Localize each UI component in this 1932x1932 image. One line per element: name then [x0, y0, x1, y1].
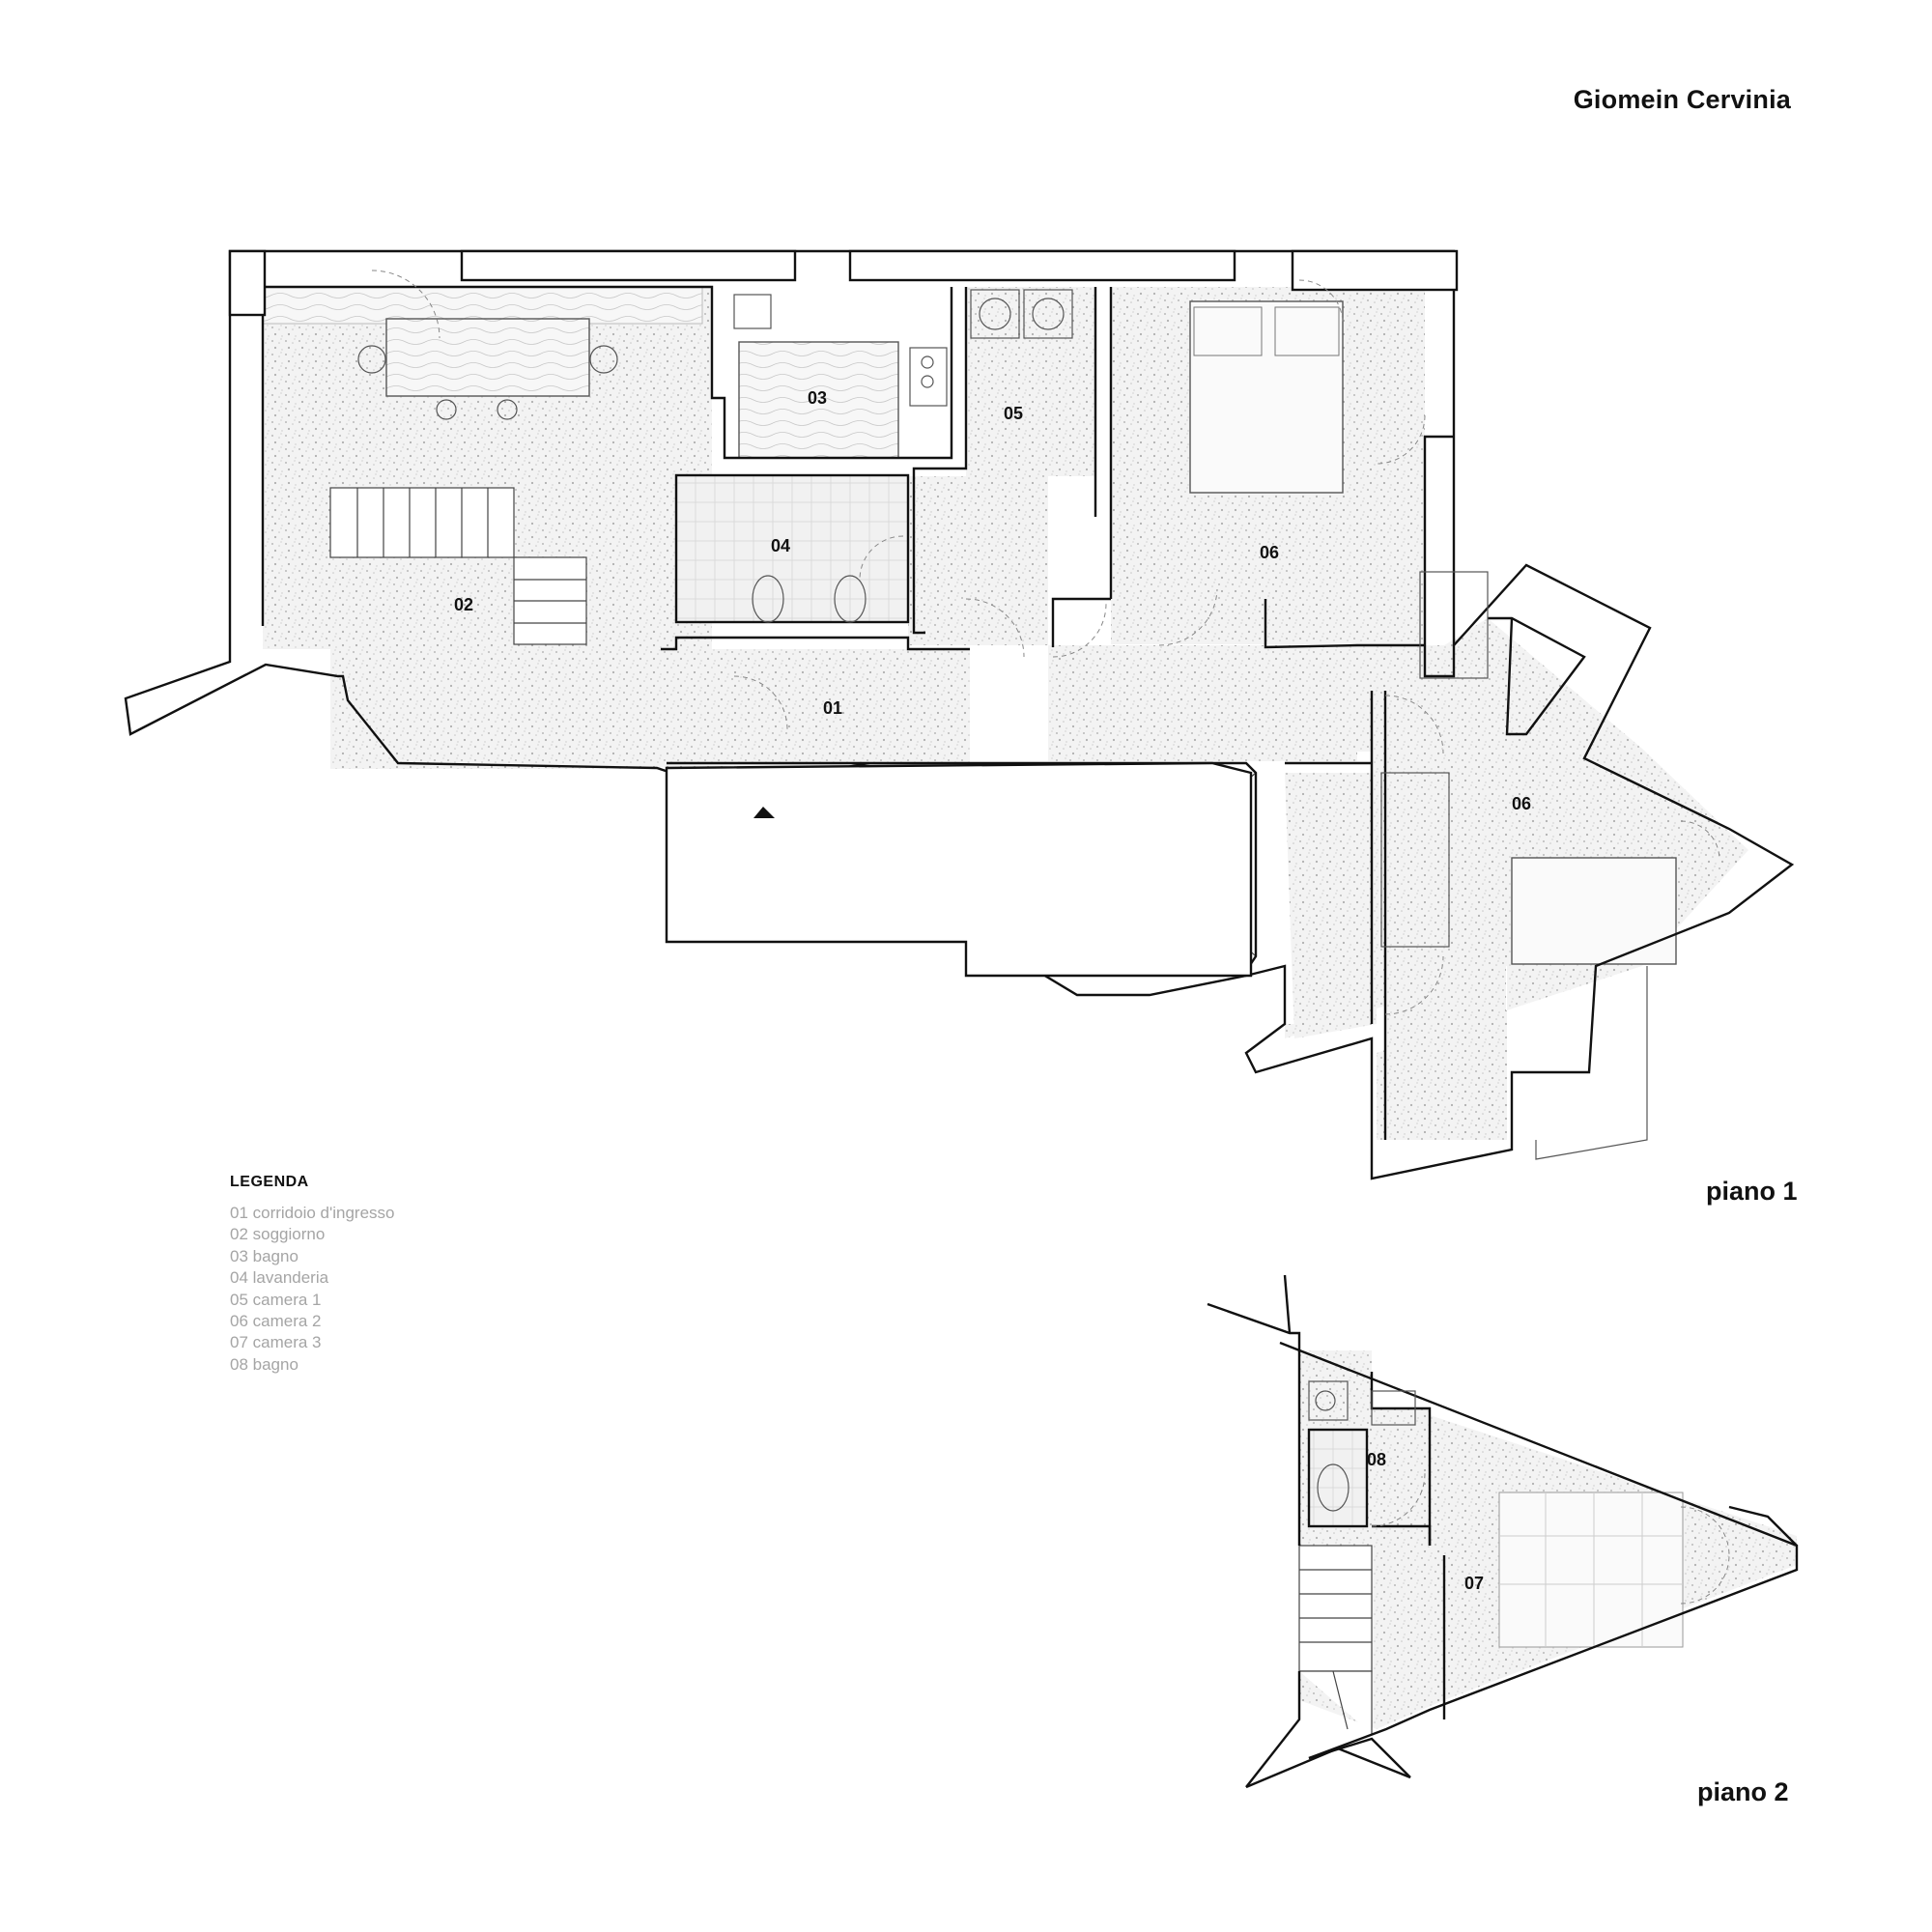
bathroom-03-floor [738, 341, 899, 459]
floor-1-walls [124, 249, 1795, 1180]
floor-1-structure [228, 249, 1459, 978]
room-label-02: 02 [454, 595, 473, 614]
interior-stair [329, 487, 587, 645]
legend-item: 02 soggiorno [230, 1225, 326, 1244]
legend-item: 03 bagno [230, 1246, 298, 1265]
floor-1-fixtures [357, 289, 1648, 1160]
legend-title: LEGENDA [230, 1174, 309, 1190]
room-label-04: 04 [771, 536, 790, 555]
room-label-08: 08 [1367, 1450, 1386, 1469]
bed-camera-2b [1511, 857, 1677, 965]
room-label-06b: 06 [1512, 794, 1531, 813]
room-label-06a: 06 [1260, 543, 1279, 562]
laundry-04-floor [675, 474, 909, 623]
floor-2-door-swings [1371, 1472, 1730, 1605]
floor-2-label: piano 2 [1697, 1777, 1789, 1806]
floor-2-stair [1298, 1545, 1373, 1734]
legend-item: 06 camera 2 [230, 1312, 322, 1331]
floor-1-plan [124, 249, 1795, 1180]
kitchen-counter [262, 286, 703, 325]
legend: LEGENDA 01 corridoio d'ingresso 02 soggi… [230, 1174, 395, 1376]
legend-item: 01 corridoio d'ingresso [230, 1204, 395, 1222]
legend-item: 07 camera 3 [230, 1333, 322, 1352]
room-label-05: 05 [1004, 404, 1023, 423]
room-label-01: 01 [823, 698, 842, 718]
floor-2-walls [1207, 1274, 1799, 1789]
legend-item: 05 camera 1 [230, 1290, 322, 1309]
entrance-marker [753, 807, 775, 818]
legend-list: 01 corridoio d'ingresso 02 soggiorno 03 … [230, 1203, 395, 1376]
bed-camera-2 [1189, 300, 1344, 494]
project-title: Giomein Cervinia [1573, 85, 1791, 114]
floor-1-door-swings [371, 270, 1720, 1015]
room-label-03: 03 [808, 388, 827, 408]
floor-1-floors [263, 287, 1748, 1140]
dining-table [385, 318, 590, 397]
floor-2-fixtures [1308, 1380, 1416, 1512]
floor-1-label: piano 1 [1706, 1177, 1798, 1206]
floor-2-plan [1207, 1274, 1799, 1789]
room-label-07: 07 [1464, 1574, 1484, 1593]
legend-item: 08 bagno [230, 1354, 298, 1374]
legend-item: 04 lavanderia [230, 1268, 329, 1288]
